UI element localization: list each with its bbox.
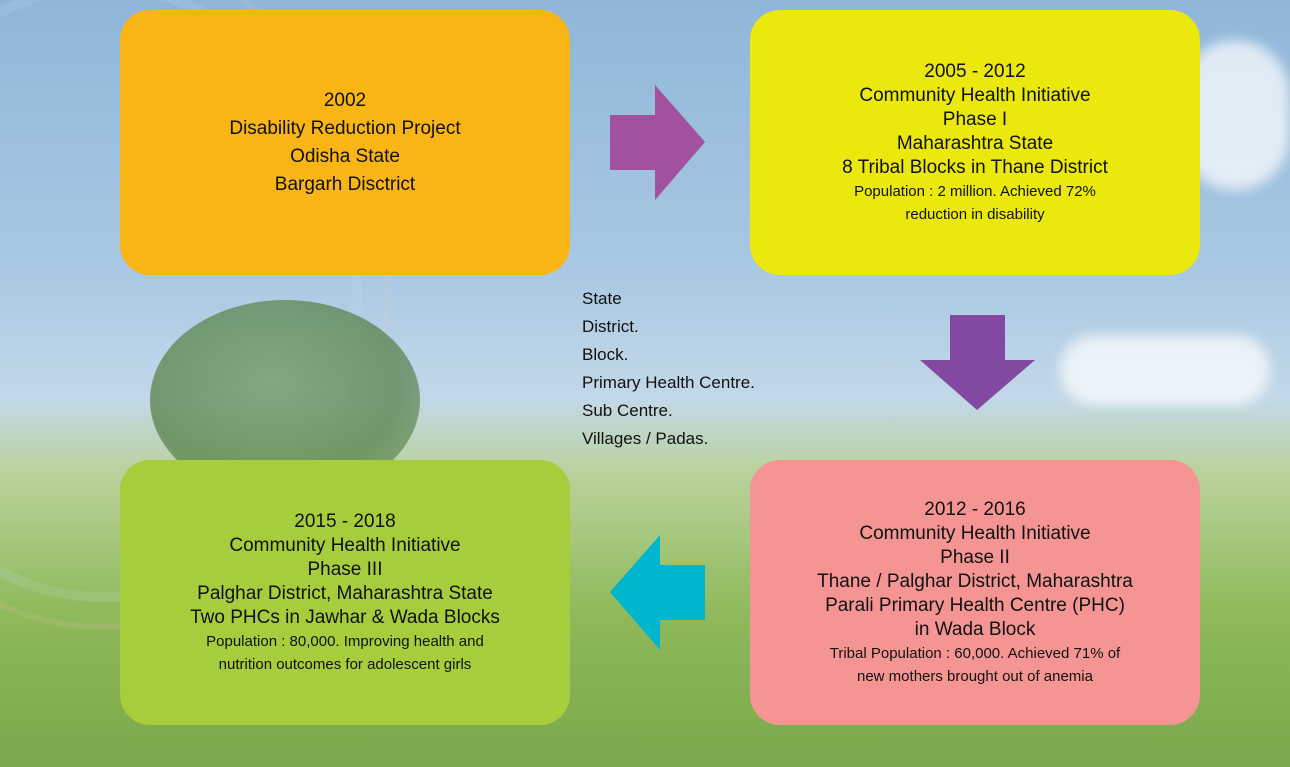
health-system-levels-list: State District. Block. Primary Health Ce… bbox=[582, 285, 755, 453]
box-2012-phase-2: 2012 - 2016 Community Health Initiative … bbox=[750, 460, 1200, 725]
box-2005-line-1: 2005 - 2012 bbox=[924, 60, 1026, 82]
box-2005-line-5: 8 Tribal Blocks in Thane District bbox=[842, 156, 1108, 178]
box-2002-disability-project: 2002 Disability Reduction Project Odisha… bbox=[120, 10, 570, 275]
box-2005-line-2: Community Health Initiative bbox=[859, 84, 1091, 106]
box-2015-line-1: 2015 - 2018 bbox=[294, 510, 396, 532]
level-item-sub-centre: Sub Centre. bbox=[582, 401, 673, 420]
box-2015-line-3: Phase III bbox=[307, 558, 383, 580]
box-2005-note-2: reduction in disability bbox=[905, 205, 1045, 223]
box-2005-line-3: Phase I bbox=[942, 108, 1008, 130]
arrow-right-icon bbox=[610, 85, 705, 200]
box-2015-line-5: Two PHCs in Jawhar & Wada Blocks bbox=[190, 606, 500, 628]
box-2012-line-3: Phase II bbox=[940, 546, 1010, 568]
box-2002-line-2: Disability Reduction Project bbox=[229, 117, 461, 139]
box-2015-note-2: nutrition outcomes for adolescent girls bbox=[218, 655, 472, 673]
box-2012-line-2: Community Health Initiative bbox=[859, 522, 1091, 544]
box-2005-phase-1: 2005 - 2012 Community Health Initiative … bbox=[750, 10, 1200, 275]
arrow-right-shape bbox=[610, 85, 705, 200]
box-2012-line-1: 2012 - 2016 bbox=[924, 498, 1026, 520]
level-item-villages: Villages / Padas. bbox=[582, 429, 709, 448]
arrow-left-icon bbox=[610, 535, 705, 650]
box-2015-phase-3: 2015 - 2018 Community Health Initiative … bbox=[120, 460, 570, 725]
box-2015-line-4: Palghar District, Maharashtra State bbox=[197, 582, 493, 604]
box-2012-line-5: Parali Primary Health Centre (PHC) bbox=[825, 594, 1125, 616]
level-item-phc: Primary Health Centre. bbox=[582, 373, 755, 392]
box-2005-line-4: Maharashtra State bbox=[896, 132, 1054, 154]
box-2015-note-1: Population : 80,000. Improving health an… bbox=[206, 632, 484, 650]
level-item-state: State bbox=[582, 289, 622, 308]
arrow-down-icon bbox=[920, 315, 1035, 410]
box-2012-line-6: in Wada Block bbox=[914, 618, 1036, 640]
cloud-right-mid bbox=[1060, 335, 1270, 405]
arrow-down-shape bbox=[920, 315, 1035, 410]
box-2015-line-2: Community Health Initiative bbox=[229, 534, 461, 556]
box-2012-note-1: Tribal Population : 60,000. Achieved 71%… bbox=[829, 644, 1121, 662]
box-2005-note-1: Population : 2 million. Achieved 72% bbox=[854, 182, 1096, 200]
level-item-district: District. bbox=[582, 317, 639, 336]
level-item-block: Block. bbox=[582, 345, 629, 364]
box-2002-line-1: 2002 bbox=[323, 89, 367, 111]
box-2002-line-4: Bargarh Disctrict bbox=[274, 173, 416, 195]
arrow-left-shape bbox=[610, 535, 705, 650]
box-2012-line-4: Thane / Palghar District, Maharashtra bbox=[817, 570, 1133, 592]
box-2012-note-2: new mothers brought out of anemia bbox=[857, 667, 1093, 685]
box-2002-line-3: Odisha State bbox=[290, 145, 400, 167]
